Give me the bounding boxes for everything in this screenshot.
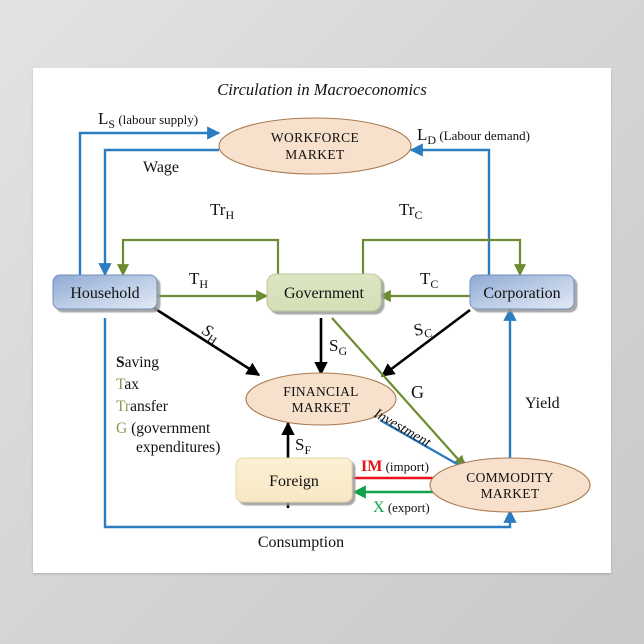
- node-financial-market-label-1: FINANCIAL: [283, 384, 358, 399]
- node-household-label: Household: [70, 285, 139, 302]
- diagram-canvas: Household Government Corporation Foreign…: [33, 68, 611, 573]
- label-import-text: (import): [382, 459, 429, 474]
- label-tax-corporation-sub: C: [430, 277, 438, 291]
- page-title: Circulation in Macroeconomics: [217, 80, 427, 99]
- svg-text:SG: SG: [329, 336, 347, 358]
- node-corporation-label: Corporation: [483, 285, 560, 302]
- label-investment-text: Investment: [370, 405, 434, 451]
- legend-item-tax-initial: T: [116, 376, 126, 393]
- label-saving-foreign: SF: [295, 435, 311, 457]
- svg-text:SF: SF: [295, 435, 311, 457]
- node-foreign-label: Foreign: [269, 473, 319, 490]
- svg-text:LS (labour supply): LS (labour supply): [98, 109, 198, 131]
- node-workforce-market[interactable]: WORKFORCE MARKET: [218, 117, 412, 175]
- edge-consumption: [103, 318, 517, 529]
- label-government-expenditures: G: [411, 382, 424, 402]
- legend-item-g-initial: G: [116, 420, 127, 437]
- edge-wage: [98, 148, 219, 277]
- label-labour-demand-sub: D: [427, 133, 436, 147]
- label-import: IM (import): [361, 458, 429, 475]
- legend-item-transfer-rest: ansfer: [130, 398, 169, 415]
- label-saving-government: SG: [329, 336, 347, 358]
- svg-text:IM (import): IM (import): [361, 458, 429, 475]
- label-saving-corporation-sub: C: [423, 326, 434, 341]
- legend-item-transfer-initial: Tr: [116, 398, 131, 415]
- label-yield: Yield: [525, 395, 560, 412]
- label-tax-household-sub: H: [199, 277, 208, 291]
- svg-text:SC: SC: [412, 318, 434, 343]
- svg-text:TrC: TrC: [399, 200, 422, 222]
- label-consumption: Consumption: [258, 534, 344, 551]
- node-household[interactable]: Household: [52, 274, 158, 310]
- label-saving-government-symbol: S: [329, 336, 338, 355]
- legend-item-g-rest: (government: [127, 420, 211, 437]
- svg-text:TrH: TrH: [210, 200, 234, 222]
- label-export-symbol: X: [373, 499, 385, 516]
- edge-saving-corporation: [380, 308, 471, 378]
- legend-item-tax-rest: ax: [124, 376, 139, 393]
- label-tax-household: TH: [189, 269, 208, 291]
- legend-item-saving-initial: S: [116, 354, 125, 371]
- label-saving-government-sub: G: [338, 344, 347, 358]
- label-tax-corporation-symbol: T: [420, 269, 431, 288]
- legend: Saving Tax Transfer G (government expend…: [116, 354, 220, 456]
- node-commodity-market-label-1: COMMODITY: [466, 470, 553, 485]
- legend-item-transfer: Transfer: [116, 398, 169, 415]
- label-transfer-household-symbol: Tr: [210, 200, 226, 219]
- label-tax-household-symbol: T: [189, 269, 200, 288]
- label-investment: Investment: [370, 405, 434, 451]
- node-commodity-market-label-2: MARKET: [481, 486, 540, 501]
- label-saving-corporation: SC: [412, 318, 434, 343]
- edge-investment: [379, 418, 473, 474]
- edge-government-expenditures: [331, 317, 466, 468]
- legend-item-g-cont: expenditures): [136, 439, 220, 456]
- label-labour-supply-sub: S: [108, 117, 115, 131]
- node-financial-market-label-2: MARKET: [292, 400, 351, 415]
- label-saving-corporation-symbol: S: [412, 319, 425, 340]
- label-tax-corporation: TC: [420, 269, 438, 291]
- node-workforce-market-label-1: WORKFORCE: [271, 130, 359, 145]
- label-saving-household: SH: [197, 320, 223, 348]
- label-transfer-household: TrH: [210, 200, 234, 222]
- svg-text:TC: TC: [420, 269, 438, 291]
- label-export-text: (export): [385, 500, 430, 515]
- legend-item-saving: Saving: [116, 354, 159, 371]
- node-government[interactable]: Government: [266, 273, 382, 312]
- edge-labour-supply: [78, 126, 221, 296]
- label-transfer-corporation-symbol: Tr: [399, 200, 415, 219]
- circulation-diagram: Household Government Corporation Foreign…: [52, 80, 591, 551]
- svg-text:SH: SH: [197, 320, 223, 348]
- node-corporation[interactable]: Corporation: [469, 274, 575, 310]
- label-labour-demand-text: (Labour demand): [436, 128, 530, 143]
- svg-text:LD (Labour demand): LD (Labour demand): [417, 125, 530, 147]
- node-foreign[interactable]: Foreign: [235, 457, 353, 503]
- label-labour-demand-symbol: L: [417, 125, 427, 144]
- legend-item-g: G (government: [116, 420, 211, 437]
- label-saving-foreign-sub: F: [304, 443, 311, 457]
- svg-text:TH: TH: [189, 269, 208, 291]
- node-government-label: Government: [284, 285, 365, 302]
- label-labour-supply-symbol: L: [98, 109, 108, 128]
- label-wage: Wage: [143, 159, 179, 176]
- edge-labour-demand: [409, 143, 491, 275]
- legend-item-saving-rest: aving: [125, 354, 160, 371]
- node-financial-market[interactable]: FINANCIAL MARKET: [245, 372, 397, 426]
- label-labour-supply: LS (labour supply): [98, 109, 198, 131]
- edge-saving-household: [153, 306, 261, 377]
- node-workforce-market-label-2: MARKET: [285, 147, 345, 162]
- label-transfer-corporation-sub: C: [414, 208, 422, 222]
- label-labour-supply-text: (labour supply): [115, 112, 198, 127]
- label-labour-demand: LD (Labour demand): [417, 125, 530, 147]
- node-commodity-market[interactable]: COMMODITY MARKET: [429, 457, 591, 513]
- svg-text:X (export): X (export): [373, 499, 430, 516]
- label-saving-foreign-symbol: S: [295, 435, 304, 454]
- legend-item-tax: Tax: [116, 376, 139, 393]
- label-import-symbol: IM: [361, 458, 382, 475]
- label-transfer-corporation: TrC: [399, 200, 422, 222]
- label-export: X (export): [373, 499, 430, 516]
- label-transfer-household-sub: H: [225, 208, 234, 222]
